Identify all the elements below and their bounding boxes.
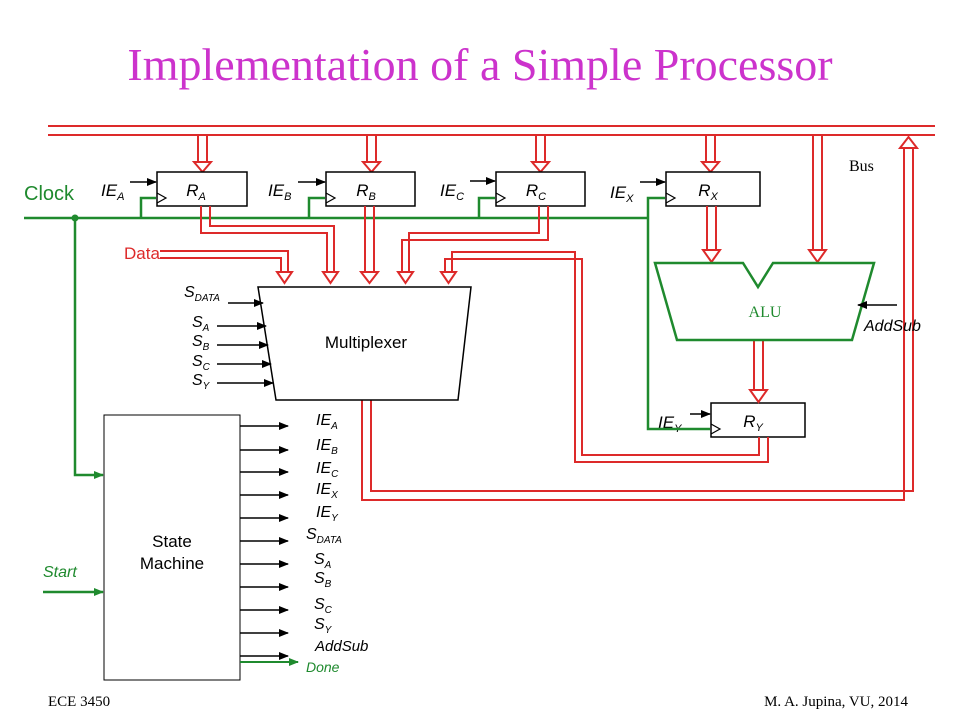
bus-drop-alu: [807, 135, 828, 264]
footer-course: ECE 3450: [48, 694, 111, 710]
sm-output-addsub: AddSub: [314, 638, 368, 655]
mux-select-sc: SC: [192, 353, 211, 373]
bus-label: Bus: [849, 158, 874, 175]
rc-to-mux: [396, 206, 549, 285]
state-machine-output-arrows: [240, 422, 289, 660]
clock-edge-rc: [495, 192, 507, 204]
state-machine: State Machine: [103, 414, 241, 681]
data-to-mux: [160, 250, 294, 285]
sm-output-sb: SB: [314, 570, 332, 590]
data-label: Data: [124, 244, 160, 263]
register-rb: RB: [325, 171, 416, 207]
register-rc: RC: [495, 171, 586, 207]
mux-select-sdata: SDATA: [184, 284, 220, 304]
ry-to-mux: [439, 251, 769, 463]
state-machine-label-line1: State: [152, 532, 192, 551]
register-ra: RA: [156, 171, 248, 207]
bus-drop-ra: [191, 135, 214, 174]
sm-output-sy: SY: [314, 616, 333, 636]
enable-label-b: IEB: [268, 181, 291, 203]
svg-text:RA: RA: [186, 181, 206, 203]
clock-edge-rx: [665, 192, 677, 204]
enable-label-x: IEX: [610, 183, 634, 205]
sm-output-sc: SC: [314, 596, 333, 616]
ra-to-mux: [200, 206, 340, 285]
sm-output-iex: IEX: [316, 481, 338, 501]
svg-text:RB: RB: [356, 181, 376, 203]
start-label: Start: [43, 564, 77, 581]
state-machine-label-line2: Machine: [140, 554, 204, 573]
sm-output-iec: IEC: [316, 460, 339, 480]
bus-drop-rx: [699, 135, 722, 174]
clock-edge-ra: [156, 192, 168, 204]
alu-to-ry: [748, 340, 769, 404]
mux-select-sb: SB: [192, 333, 210, 353]
multiplexer: Multiplexer: [257, 286, 472, 401]
svg-text:RC: RC: [526, 181, 546, 203]
sm-output-sdata: SDATA: [306, 526, 342, 546]
done-label: Done: [306, 659, 340, 675]
sm-output-iey: IEY: [316, 504, 339, 524]
mux-select-inputs: [217, 299, 274, 387]
sm-output-ieb: IEB: [316, 437, 338, 457]
bus-drop-rb: [360, 135, 383, 174]
bus-drop-rc: [529, 135, 552, 174]
alu: ALU: [653, 261, 876, 342]
clock-edge-rb: [325, 192, 337, 204]
enable-label-c: IEC: [440, 181, 464, 203]
mux-select-sa: SA: [192, 314, 210, 334]
clock-to-state-machine: [73, 218, 104, 479]
clock-edge-ry: [710, 423, 722, 435]
bus-lines: [48, 125, 935, 136]
slide-title: Implementation of a Simple Processor: [127, 39, 833, 90]
alu-label: ALU: [749, 304, 782, 321]
register-rx: RX: [665, 171, 761, 207]
multiplexer-label: Multiplexer: [325, 333, 408, 352]
mux-to-bus: [361, 135, 920, 501]
rb-to-mux: [358, 206, 381, 285]
clock-node: [71, 214, 79, 222]
svg-text:RX: RX: [698, 181, 718, 203]
enable-label-a: IEA: [101, 181, 124, 203]
svg-text:RY: RY: [743, 412, 763, 434]
sm-output-iea: IEA: [316, 412, 338, 432]
register-ry: RY: [710, 402, 806, 438]
rx-to-alu: [701, 206, 722, 264]
enable-label-y: IEY: [658, 413, 682, 435]
clock-label: Clock: [24, 183, 75, 205]
footer-author: M. A. Jupina, VU, 2014: [764, 694, 908, 710]
sm-output-sa: SA: [314, 551, 332, 571]
addsub-label: AddSub: [863, 318, 921, 335]
mux-select-sy: SY: [192, 372, 211, 392]
